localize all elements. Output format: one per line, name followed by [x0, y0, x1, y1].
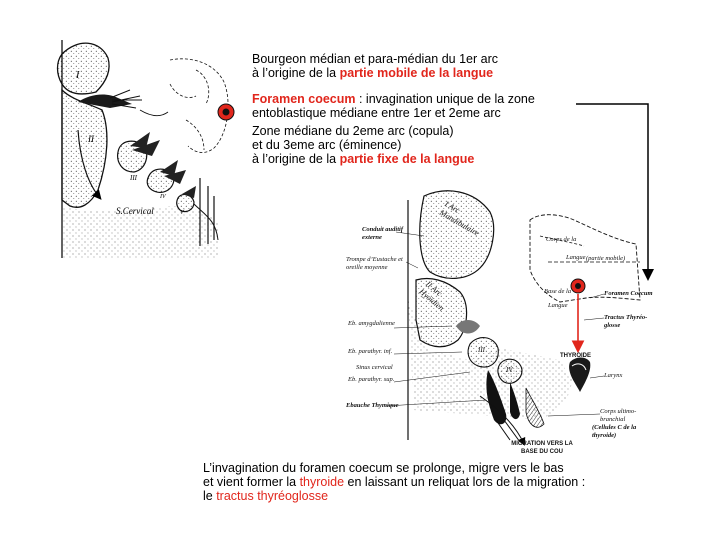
block1-line1: Bourgeon médian et para-médian du 1er ar… [252, 52, 498, 66]
foramen-term: Foramen coecum [252, 92, 356, 106]
arch-4-shape [146, 168, 175, 193]
arch-1-shape [56, 42, 110, 95]
bottom-embryo-figure [385, 190, 641, 446]
block1-prefix: à l’origine de la [252, 66, 340, 80]
block3-line3: à l’origine de la partie fixe de la lang… [252, 152, 474, 167]
label-base: Base de la [544, 288, 572, 295]
bottom-suffix: en laissant un reliquat lors de la migra… [344, 475, 586, 489]
arch-1-label: I [75, 70, 80, 81]
block3-prefix: à l’origine de la [252, 152, 340, 166]
arch-III-shape [467, 337, 499, 368]
label-cellules: (Cellules C de la thyroide) [592, 424, 637, 439]
label-conduit: Conduit auditif externe [362, 226, 403, 241]
thyroide-highlight: thyroide [299, 475, 345, 489]
sinus-cervical-label: S.Cervical [116, 206, 154, 216]
foramen-connector-arrow [576, 103, 654, 281]
fixed-part-highlight: partie fixe de la langue [339, 152, 475, 166]
migration-arrow [77, 129, 102, 200]
block2-line1: Foramen coecum : invagination unique de … [252, 92, 535, 107]
label-sinus: Sinus cervical [356, 364, 393, 371]
pouch-fans [130, 132, 196, 198]
label-corps-ultimo: Corps ultimo-branchial [600, 408, 637, 423]
bottom-line3: le tractus thyréoglosse [203, 489, 328, 504]
label-arc4: IV [506, 366, 513, 374]
block2-rest: : invagination unique de la zone [355, 92, 535, 106]
lower-body-shape [62, 206, 218, 258]
label-base-langue: Langue [548, 302, 568, 309]
arch-2-shape [61, 88, 108, 208]
arch-2-label: II [87, 134, 95, 144]
tractus-highlight: tractus thyréoglosse [216, 489, 329, 503]
label-leaders [385, 231, 605, 417]
label-thymique: Ebauche Thymique [346, 402, 399, 409]
mobile-part-highlight: partie mobile de la langue [339, 66, 494, 80]
arch-3-label: III [129, 174, 138, 182]
label-partie-mobile: (partie mobile) [586, 255, 626, 262]
top-embryo-figure: I II III IV V S.Cervical [56, 40, 235, 258]
bottom-prefix2: le [203, 489, 217, 503]
label-corps-langue: Corps de la [546, 236, 577, 243]
label-migration: MIGRATION VERS LA BASE DU COU [511, 441, 573, 455]
arch-IV-shape [497, 358, 523, 384]
label-foramen: Foramen Coecum [604, 290, 653, 297]
amygdala-shape [456, 320, 480, 334]
thymus-shape [486, 370, 507, 425]
thyroid-shape [569, 357, 591, 392]
block1-line2: à l’origine de la partie mobile de la la… [252, 66, 493, 81]
label-langue: Langue [566, 254, 586, 261]
arch-5-label: V [180, 210, 185, 216]
label-parathyr-inf: Eb. parathyr. inf. [348, 348, 393, 355]
bottom-prefix: et vient former la [203, 475, 300, 489]
arc-mandibulaire-shape [419, 190, 495, 279]
label-larynx: Larynx [604, 372, 623, 379]
block3-line2: et du 3eme arc (éminence) [252, 138, 402, 152]
label-parathyr-sup: Eb. parathyr. sup. [348, 376, 395, 383]
label-tractus: Tractus Thyréo-glosse [604, 314, 648, 329]
label-thyroide: THYROIDE [560, 353, 592, 359]
block3-line1: Zone médiane du 2eme arc (copula) [252, 124, 454, 138]
bottom-line1: L’invagination du foramen coecum se prol… [203, 461, 564, 475]
bottom-line2: et vient former la thyroide en laissant … [203, 475, 585, 490]
label-arc3: III [478, 346, 485, 354]
arch-4-label: IV [159, 194, 167, 200]
block2-line2: entoblastique médiane entre 1er et 2eme … [252, 106, 501, 120]
label-amygdalienne: Eb. amygdalienne [348, 320, 395, 327]
pouch-1-rays [109, 89, 142, 109]
label-trompe: Trompe d’Eustache et oreille moyenne [346, 256, 403, 271]
